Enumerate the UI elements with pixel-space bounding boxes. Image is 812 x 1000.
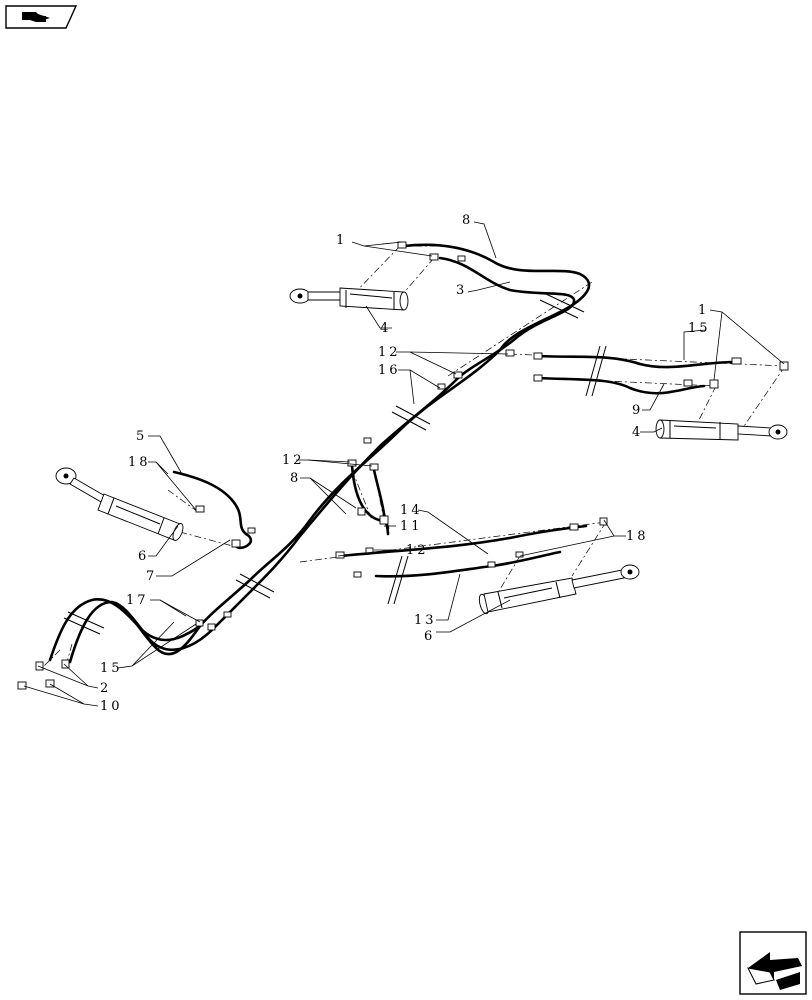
callout-12-b: 12 <box>282 453 305 468</box>
callout-12-a: 12 <box>378 345 401 360</box>
callout-1-top: 1 <box>336 233 347 248</box>
callout-18-right: 18 <box>626 529 649 544</box>
callout-18-left: 18 <box>128 455 151 470</box>
callout-3: 3 <box>456 283 467 298</box>
callout-8-mid: 8 <box>290 471 301 486</box>
cylinder-bottom-right <box>478 564 640 615</box>
callout-6-right: 6 <box>424 629 435 644</box>
callout-labels: 1 8 3 4 1 15 12 16 9 4 5 18 12 8 14 11 1… <box>100 213 711 714</box>
fittings <box>17 241 789 690</box>
callout-1-right: 1 <box>698 303 709 318</box>
callout-4-right: 4 <box>632 425 643 440</box>
prev-arrow-icon[interactable] <box>739 931 807 995</box>
callout-15-left: 15 <box>100 661 123 676</box>
callout-11: 11 <box>400 519 423 534</box>
callout-6-left: 6 <box>138 549 149 564</box>
callout-4-top: 4 <box>380 321 391 336</box>
callout-7: 7 <box>146 569 157 584</box>
callout-13: 13 <box>414 613 437 628</box>
callout-15-right: 15 <box>688 321 711 336</box>
callout-8-top: 8 <box>462 213 473 228</box>
break-marks <box>63 293 607 635</box>
book-arrow-icon[interactable] <box>5 5 78 29</box>
callout-16: 16 <box>378 363 401 378</box>
callout-14: 14 <box>400 503 423 518</box>
callout-2: 2 <box>100 681 111 696</box>
cylinder-top <box>289 287 409 311</box>
cylinder-left <box>55 467 184 541</box>
callout-9: 9 <box>632 403 643 418</box>
callout-17: 17 <box>126 593 149 608</box>
leader-lines <box>23 221 785 707</box>
callout-12-c: 12 <box>406 543 429 558</box>
cylinder-right <box>655 419 788 441</box>
callout-5: 5 <box>136 429 147 444</box>
center-lines <box>39 245 786 671</box>
callout-10: 10 <box>100 699 123 714</box>
